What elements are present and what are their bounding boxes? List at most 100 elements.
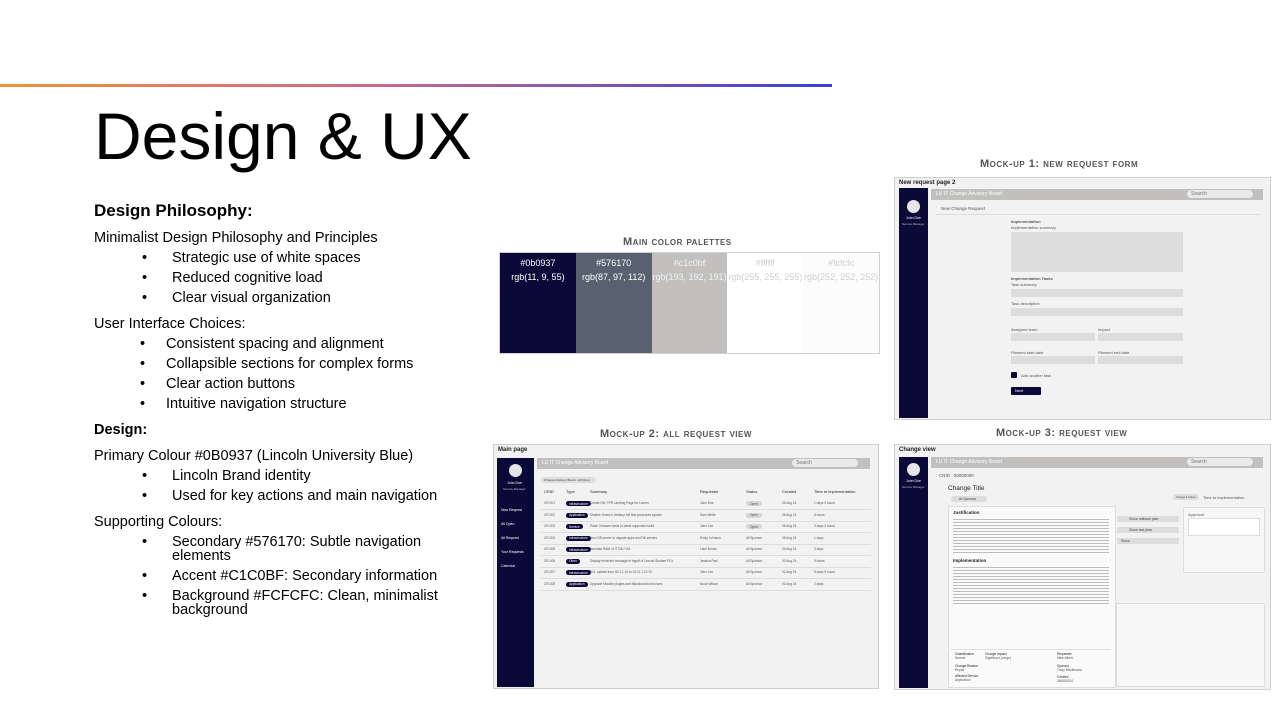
table-cell: 8 hours bbox=[814, 512, 825, 517]
action-button[interactable]: Show rollback plan bbox=[1117, 516, 1179, 522]
table-header-cell[interactable]: CRID bbox=[544, 489, 554, 494]
meta-label: Classification bbox=[955, 652, 974, 656]
table-cell[interactable]: CR-007 bbox=[544, 570, 555, 574]
start-date-input[interactable] bbox=[1011, 356, 1095, 364]
table-cell[interactable]: CR-002 bbox=[544, 512, 555, 517]
swatch-hex: #c1c0bf bbox=[673, 258, 706, 268]
table-header-cell[interactable]: Summary bbox=[590, 489, 608, 494]
approval-input[interactable] bbox=[1188, 518, 1260, 536]
meta-label: Change Reason bbox=[955, 664, 979, 668]
next-button[interactable]: Next bbox=[1011, 387, 1041, 395]
table-cell: Disable Jimmy's desktop full test proced… bbox=[590, 512, 663, 517]
impact-select[interactable] bbox=[1098, 333, 1183, 341]
philosophy-intro: Minimalist Design Philosophy and Princip… bbox=[94, 230, 378, 246]
table-row-divider bbox=[541, 543, 871, 545]
sidebar-nav-item[interactable]: New Request bbox=[501, 508, 523, 512]
meta-value: Tracy Blackboard bbox=[1057, 668, 1082, 672]
title-accent-line bbox=[0, 84, 832, 87]
table-header-cell[interactable]: Status bbox=[746, 489, 758, 494]
sidebar-nav-item[interactable]: Calendar bbox=[501, 564, 516, 568]
change-title: Change Title bbox=[948, 485, 985, 492]
table-cell[interactable]: CR-005 bbox=[544, 547, 555, 551]
palette-caption: Main color palettes bbox=[623, 236, 732, 248]
table-header-cell[interactable]: Time to implementation bbox=[814, 489, 856, 494]
sidebar-nav-item[interactable]: Your Requests bbox=[501, 550, 524, 554]
sidebar-nav-item[interactable]: All Open bbox=[501, 522, 515, 526]
list-item: Accent #C1C0BF: Secondary information bbox=[94, 566, 474, 586]
meta-value: Repair bbox=[955, 668, 965, 672]
table-cell[interactable]: CR-006 bbox=[544, 558, 555, 563]
table-header-cell[interactable]: Created bbox=[782, 489, 797, 494]
table-cell: All Sponsor bbox=[746, 547, 763, 551]
user-name: John Doe bbox=[906, 216, 921, 220]
impl-summary-textarea[interactable] bbox=[1011, 232, 1183, 272]
avatar bbox=[907, 463, 920, 476]
sidebar-nav-item[interactable]: All Request bbox=[501, 536, 519, 540]
avatar bbox=[907, 200, 920, 213]
description-panel: Justification Implementation Classificat… bbox=[948, 506, 1116, 688]
table-cell: All Sponsor bbox=[746, 570, 763, 574]
table-cell: 8 days 9 hours bbox=[814, 570, 835, 574]
action-button[interactable]: Show bbox=[1117, 538, 1179, 544]
list-item: Reduced cognitive load bbox=[94, 268, 474, 288]
supporting-list: Secondary #576170: Subtle navigation ele… bbox=[94, 532, 474, 620]
field-label: Implementation summary bbox=[1011, 225, 1056, 230]
list-item: Clear action buttons bbox=[94, 374, 474, 394]
task-summary-input[interactable] bbox=[1011, 289, 1183, 297]
time-label: Time to implementation bbox=[1203, 495, 1245, 500]
section-title: Implementation Tasks bbox=[1011, 276, 1053, 281]
user-name: John Doe bbox=[507, 481, 522, 485]
ui-list: Consistent spacing and alignment Collaps… bbox=[94, 334, 474, 414]
user-role: Service Manager bbox=[902, 222, 925, 226]
table-cell: 05 Aug 24 bbox=[782, 524, 797, 528]
table-cell: 04 Aug 24 bbox=[782, 547, 797, 551]
slide-title: Design & UX bbox=[94, 99, 472, 173]
mockup3-caption: Mock-up 3: request view bbox=[996, 427, 1128, 439]
mockup1-new-request-form: New request page 2 John Doe Service Mana… bbox=[894, 177, 1271, 420]
list-item: Collapsible sections for complex forms bbox=[94, 354, 474, 374]
table-cell: 3 days 3 hours bbox=[814, 524, 835, 528]
table-cell[interactable]: CR-003 bbox=[544, 524, 555, 528]
table-cell: John Lee bbox=[700, 524, 714, 528]
end-date-input[interactable] bbox=[1098, 356, 1183, 364]
table-cell[interactable]: CR-004 bbox=[544, 535, 555, 540]
table-header-cell[interactable]: Requester bbox=[700, 489, 719, 494]
app-title: LU IT Change Advisory Board bbox=[542, 460, 609, 466]
user-role: Service Manager bbox=[503, 487, 526, 491]
supporting-colours-text: Supporting Colours: bbox=[94, 514, 223, 530]
type-badge: Infrastructure bbox=[566, 547, 591, 552]
assigned-team-select[interactable] bbox=[1011, 333, 1095, 341]
add-icon[interactable] bbox=[1011, 372, 1017, 378]
meta-value: Mike Albert bbox=[1057, 656, 1073, 660]
table-header-cell[interactable]: Type bbox=[566, 489, 575, 494]
table-cell: John Lee bbox=[700, 570, 714, 574]
type-badge: Application bbox=[566, 581, 588, 587]
mockup-sidebar: John Doe Service Manager bbox=[899, 457, 928, 688]
back-link[interactable]: New Change Request bbox=[941, 206, 986, 211]
section-title: Implementation bbox=[953, 558, 987, 563]
field-label: Task summary bbox=[1011, 282, 1037, 287]
swatch-rgb: rgb(11, 9, 55) bbox=[511, 272, 565, 282]
meta-value: Application bbox=[955, 678, 971, 682]
filter-chip[interactable]: Change Advisory Board - All Open bbox=[541, 477, 596, 483]
search-input[interactable]: Search bbox=[1187, 458, 1253, 466]
add-task-link[interactable]: Add another task bbox=[1021, 373, 1052, 378]
approval-panel: Approval bbox=[1183, 507, 1265, 573]
field-label: Planned end date bbox=[1098, 350, 1130, 355]
app-title: LU IT Change Advisory Board bbox=[936, 459, 1003, 465]
search-input[interactable]: Search bbox=[792, 459, 858, 467]
table-cell[interactable]: CR-001 bbox=[544, 501, 555, 505]
type-badge: Infrastructure bbox=[566, 501, 591, 506]
task-description-input[interactable] bbox=[1011, 308, 1183, 316]
mockup-header: LU IT Change Advisory Board Search bbox=[931, 189, 1263, 200]
table-cell: 2 days bbox=[814, 581, 824, 586]
mockup-header: LU IT Change Advisory Board Search bbox=[931, 457, 1263, 468]
list-item: Strategic use of white spaces bbox=[94, 248, 474, 268]
table-cell[interactable]: CR-008 bbox=[544, 581, 555, 586]
mockup2-caption: Mock-up 2: all request view bbox=[600, 428, 752, 440]
search-input[interactable]: Search bbox=[1187, 190, 1253, 198]
field-label: Planned start date bbox=[1011, 350, 1044, 355]
action-button[interactable]: Show test plan bbox=[1117, 527, 1179, 533]
